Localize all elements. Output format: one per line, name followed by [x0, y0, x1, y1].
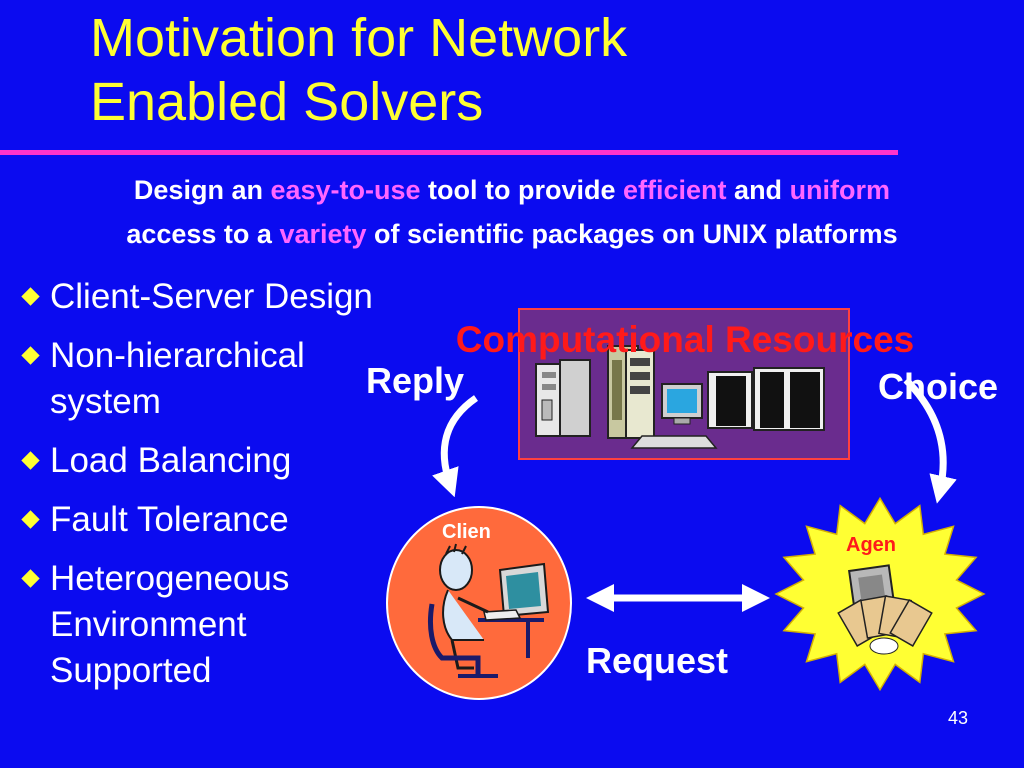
- subtitle-highlight: uniform: [789, 175, 891, 205]
- bullet-list: Client-Server Design Non-hierarchical sy…: [18, 274, 398, 707]
- slide-subtitle: Design an easy-to-use tool to provide ef…: [0, 168, 1024, 256]
- subtitle-text: tool to provide: [420, 175, 624, 205]
- page-number: 43: [948, 708, 969, 728]
- bullet-item: Client-Server Design: [18, 274, 398, 320]
- bullet-item: Load Balancing: [18, 438, 398, 484]
- bullet-item: Non-hierarchical system: [18, 333, 398, 425]
- bullet-item: Fault Tolerance: [18, 497, 398, 543]
- computational-resources-label: Computational Resources: [455, 319, 915, 360]
- computers-illustration-icon: [535, 345, 825, 449]
- subtitle-highlight: efficient: [623, 175, 727, 205]
- computational-resources-box: [518, 308, 850, 460]
- subtitle-text: Design an: [133, 175, 271, 205]
- reply-arrow: [432, 395, 479, 498]
- bullet-text: Non-hierarchical system: [50, 336, 305, 421]
- title-line-2: Enabled Solvers: [90, 72, 484, 132]
- client-node: [386, 506, 572, 700]
- choice-arrow: [903, 377, 957, 504]
- slide-title: Motivation for Network Enabled Solvers: [90, 6, 910, 134]
- request-label: Request: [586, 640, 729, 681]
- reply-label: Reply: [366, 360, 465, 401]
- user-at-computer-icon: [427, 543, 550, 678]
- title-line-1: Motivation for Network: [90, 8, 628, 68]
- subtitle-text: of scientific packages on UNIX platforms: [366, 219, 898, 249]
- client-label: Clien: [442, 521, 491, 543]
- subtitle-text: and: [726, 175, 790, 205]
- bullet-text: Fault Tolerance: [50, 500, 289, 539]
- bullet-text: Heterogeneous Environment Supported: [50, 559, 290, 690]
- title-divider: [0, 150, 898, 155]
- bullet-text: Client-Server Design: [50, 277, 373, 316]
- agent-label: Agen: [846, 534, 896, 556]
- subtitle-text: access to a: [126, 219, 280, 249]
- choice-label: Choice: [878, 366, 999, 407]
- subtitle-highlight: variety: [279, 219, 367, 249]
- bullet-text: Load Balancing: [50, 441, 292, 480]
- agent-cards-icon: [837, 564, 933, 655]
- bullet-item: Heterogeneous Environment Supported: [18, 556, 398, 694]
- subtitle-highlight: easy-to-use: [270, 175, 421, 205]
